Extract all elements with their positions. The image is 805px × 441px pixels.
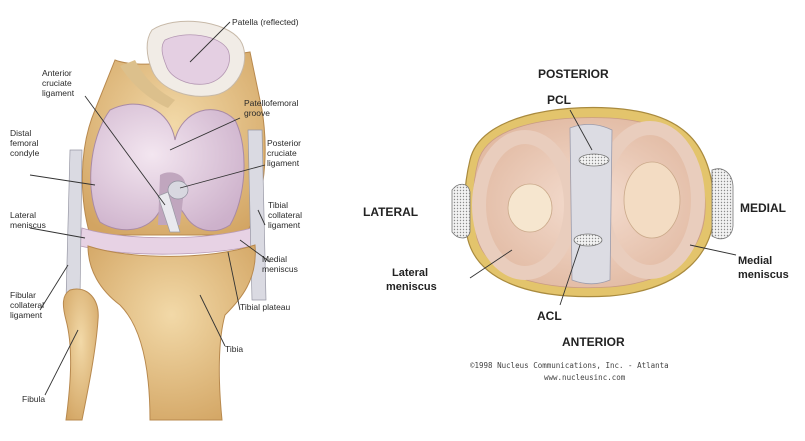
label-tibial-collateral: Tibial collateral ligament (268, 200, 304, 230)
label-pcl-line: cruciate (267, 148, 297, 158)
label-medial-meniscus-right: Medial meniscus (738, 255, 789, 281)
label-acl-line: Anterior (42, 68, 72, 78)
tibia (88, 245, 255, 420)
label-fib-col-line: ligament (10, 310, 43, 320)
label-lateral-meniscus: Lateral meniscus (10, 210, 46, 230)
label-condyle-line: condyle (10, 148, 40, 158)
label-med-men-right-line: Medial (738, 255, 772, 267)
label-tib-col-line: Tibial (268, 200, 288, 210)
label-condyle-line: femoral (10, 138, 38, 148)
label-tibia: Tibia (225, 344, 243, 354)
copyright-url: www.nucleusinc.com (544, 373, 626, 382)
label-patella: Patella (reflected) (232, 17, 299, 27)
pcl-cut (579, 154, 609, 166)
label-med-men-line: meniscus (262, 264, 298, 274)
label-lateral-meniscus-right: Lateral meniscus (386, 267, 437, 293)
lateral-condyle-articular (508, 184, 552, 232)
label-groove-line: groove (244, 108, 270, 118)
label-fibular-collateral: Fibular collateral ligament (10, 290, 46, 320)
label-medial: MEDIAL (740, 201, 786, 215)
label-fib-col-line: collateral (10, 300, 44, 310)
fibular-collateral-ligament (66, 150, 82, 300)
fibula (63, 289, 98, 420)
label-pcl-right: PCL (547, 93, 571, 107)
label-medial-meniscus: Medial meniscus (262, 254, 298, 274)
anterior-knee-figure: Patella (reflected) Anterior cruciate li… (10, 17, 304, 420)
label-tib-col-line: ligament (268, 220, 301, 230)
label-acl-line: ligament (42, 88, 75, 98)
medial-collateral-cut (712, 169, 733, 239)
label-lat-men-line: meniscus (10, 220, 46, 230)
label-acl-right: ACL (537, 309, 562, 323)
label-distal-femoral-condyle: Distal femoral condyle (10, 128, 41, 158)
label-anterior: ANTERIOR (562, 335, 625, 349)
lateral-collateral-cut (452, 184, 470, 238)
label-patellofemoral-groove: Patellofemoral groove (244, 98, 301, 118)
label-lateral: LATERAL (363, 205, 418, 219)
label-med-men-right-line: meniscus (738, 269, 789, 281)
label-tib-col-line: collateral (268, 210, 302, 220)
label-fib-col-line: Fibular (10, 290, 36, 300)
tibial-plateau-figure: POSTERIOR PCL LATERAL MEDIAL Lateral men… (363, 67, 789, 382)
label-lat-men-right-line: Lateral (392, 267, 428, 279)
copyright-line: ©1998 Nucleus Communications, Inc. - Atl… (470, 361, 669, 370)
pcl-ligament (168, 181, 188, 199)
label-acl-line: cruciate (42, 78, 72, 88)
label-condyle-line: Distal (10, 128, 31, 138)
label-posterior: POSTERIOR (538, 67, 609, 81)
label-lat-men-right-line: meniscus (386, 281, 437, 293)
medial-condyle-articular (624, 162, 680, 238)
label-pcl: Posterior cruciate ligament (267, 138, 303, 168)
label-tibial-plateau: Tibial plateau (240, 302, 291, 312)
label-acl: Anterior cruciate ligament (42, 68, 75, 98)
label-pcl-line: Posterior (267, 138, 301, 148)
label-groove-line: Patellofemoral (244, 98, 298, 108)
label-med-men-line: Medial (262, 254, 287, 264)
acl-cut (574, 234, 602, 246)
label-pcl-line: ligament (267, 158, 300, 168)
label-lat-men-line: Lateral (10, 210, 36, 220)
label-fibula: Fibula (22, 394, 45, 404)
